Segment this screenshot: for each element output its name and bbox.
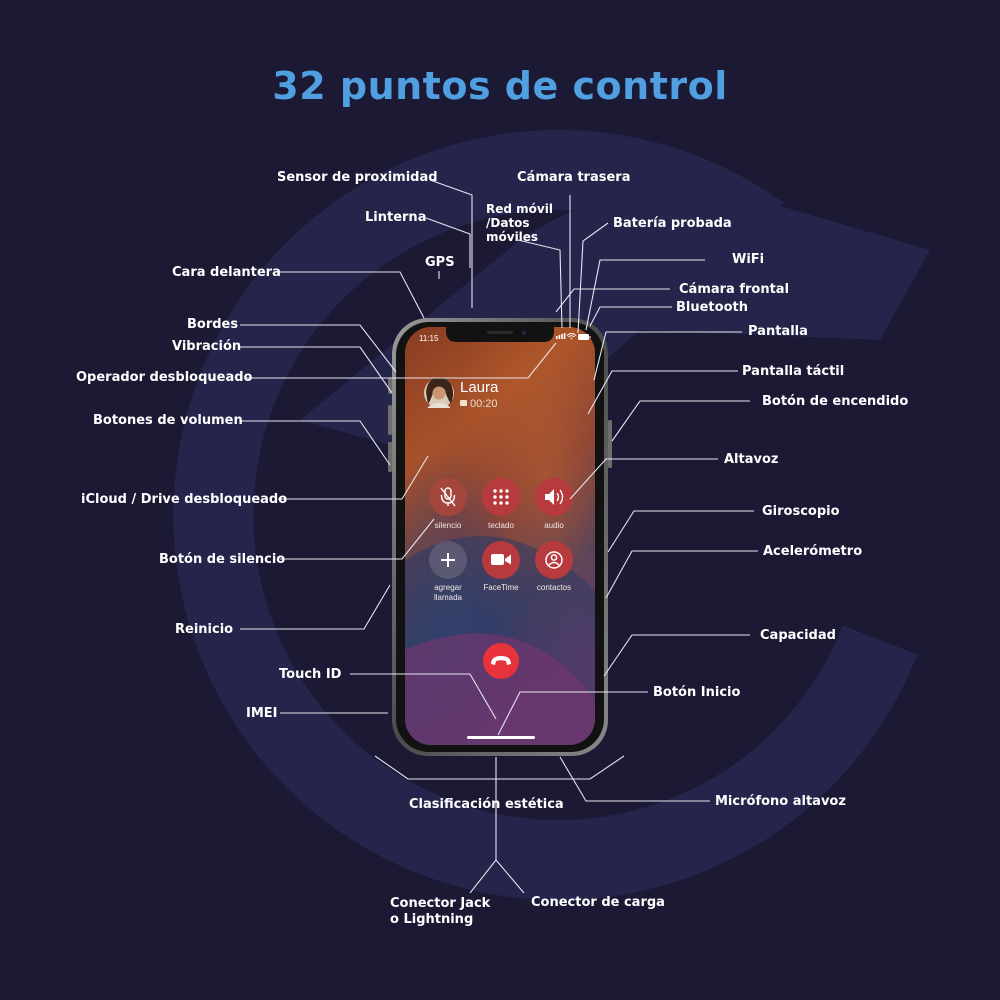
label-altavoz: Altavoz	[724, 452, 779, 467]
label-red-movil-line2: /Datos	[486, 216, 530, 230]
keypad-icon	[493, 489, 509, 505]
label-boton-silencio: Botón de silencio	[159, 552, 286, 567]
speaker-icon	[545, 489, 564, 505]
mute-button-label: silencio	[434, 521, 462, 530]
label-boton-inicio: Botón Inicio	[653, 685, 741, 700]
keypad-button-label: teclado	[488, 521, 514, 530]
call-type-icon	[460, 400, 467, 406]
label-red-movil: Red móvil /Datos móviles	[486, 202, 553, 244]
status-bar-icons	[556, 333, 591, 340]
label-pantalla: Pantalla	[748, 324, 808, 339]
label-giroscopio: Giroscopio	[762, 504, 840, 519]
label-gps: GPS	[425, 255, 455, 270]
notch	[446, 327, 554, 342]
label-conector-jack-line2: o Lightning	[390, 912, 474, 927]
label-operador-desbloqueado: Operador desbloqueado	[76, 370, 253, 385]
label-camara-frontal: Cámara frontal	[679, 282, 790, 297]
label-bluetooth: Bluetooth	[676, 300, 748, 315]
label-cara-delantera: Cara delantera	[172, 265, 281, 280]
call-duration: 00:20	[470, 398, 498, 410]
caller-name: Laura	[460, 379, 499, 396]
video-icon	[491, 554, 511, 565]
mic-off-icon	[440, 487, 456, 507]
plus-icon	[441, 553, 455, 567]
label-vibracion: Vibración	[172, 339, 242, 354]
label-imei: IMEI	[246, 706, 278, 721]
label-conector-jack: Conector Jack o Lightning	[390, 896, 490, 928]
label-conector-jack-line1: Conector Jack	[390, 896, 491, 911]
label-capacidad: Capacidad	[760, 628, 836, 643]
home-indicator	[467, 736, 535, 739]
audio-button-label: audio	[544, 521, 564, 530]
mute-switch-graphic	[388, 378, 392, 394]
label-clasificacion-estetica: Clasificación estética	[409, 797, 564, 812]
page-title: 32 puntos de control	[272, 64, 728, 108]
label-botones-volumen: Botones de volumen	[93, 413, 243, 428]
contact-icon	[545, 551, 563, 569]
contacts-button-label: contactos	[536, 583, 572, 592]
phone-hangup-icon	[491, 656, 511, 665]
label-pantalla-tactil: Pantalla táctil	[742, 364, 845, 379]
call-buttons	[429, 478, 573, 579]
facetime-button-label: FaceTime	[483, 583, 519, 592]
label-icloud-drive: iCloud / Drive desbloqueado	[81, 492, 288, 507]
volume-down-button-graphic	[388, 442, 392, 472]
label-microfono-altavoz: Micrófono altavoz	[715, 794, 846, 809]
volume-up-button-graphic	[388, 405, 392, 435]
label-acelerometro: Acelerómetro	[763, 544, 863, 559]
label-bordes: Bordes	[187, 317, 239, 332]
label-reinicio: Reinicio	[175, 622, 234, 637]
label-camara-trasera: Cámara trasera	[517, 170, 631, 185]
add-call-label-line2: llamada	[433, 593, 462, 602]
leader-lines	[240, 179, 758, 894]
label-boton-encendido: Botón de encendido	[762, 394, 909, 409]
label-linterna: Linterna	[365, 210, 427, 225]
label-sensor-proximidad: Sensor de proximidad	[277, 170, 438, 185]
phone-illustration	[388, 318, 612, 756]
add-call-label-line1: agregar	[434, 583, 462, 592]
add-call-button-label: agregar llamada	[418, 583, 478, 603]
label-red-movil-line1: Red móvil	[486, 202, 553, 216]
label-red-movil-line3: móviles	[486, 230, 539, 244]
speaker-grille	[487, 331, 513, 334]
front-camera-graphic	[521, 330, 527, 336]
label-touch-id: Touch ID	[279, 667, 342, 682]
end-call-button	[483, 643, 519, 679]
label-bateria-probada: Batería probada	[613, 216, 732, 231]
avatar	[424, 377, 454, 408]
label-wifi: WiFi	[732, 252, 765, 267]
power-button-graphic	[608, 420, 612, 468]
status-time: 11:15	[419, 334, 439, 343]
label-conector-carga: Conector de carga	[531, 895, 665, 910]
